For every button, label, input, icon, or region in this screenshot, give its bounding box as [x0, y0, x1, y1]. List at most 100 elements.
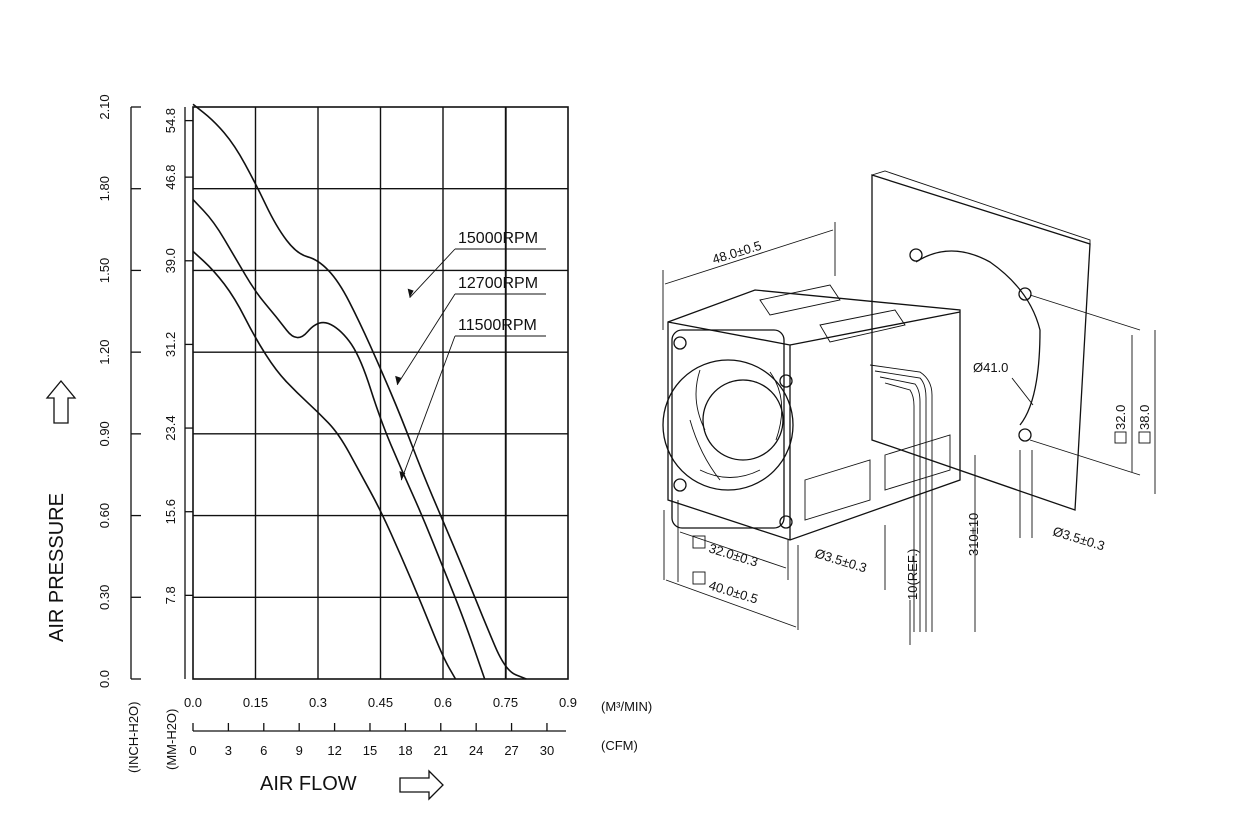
y-axis-title: AIR PRESSURE	[46, 493, 68, 642]
fan-hub	[702, 379, 784, 461]
series-label: 11500RPM	[458, 317, 537, 334]
dim-width-label: 48.0±0.5	[710, 238, 763, 267]
lead-wires	[869, 364, 933, 632]
y-tick-label-inch: 0.90	[97, 421, 112, 446]
mounting-panel	[871, 174, 1091, 511]
dim-wire-ref-label: 10(REF.)	[905, 549, 920, 600]
rear-cutout-arc	[915, 250, 1041, 426]
mount-hole-icon	[779, 374, 793, 388]
y-unit-secondary: (MM-H2O)	[164, 709, 179, 770]
mount-hole-icon	[673, 478, 687, 492]
panel-edge	[871, 170, 1091, 244]
x-tick-label-cfm: 30	[540, 743, 554, 758]
dim-hole-front-label: Ø3.5±0.3	[813, 546, 868, 576]
series-curve-12700rpm	[192, 199, 486, 680]
dim-outer-sq-label: 38.0	[1137, 405, 1152, 430]
y-tick-label-mm: 15.6	[163, 499, 178, 524]
y-ticks-inch: 0.0 0.30 0.60 0.90 1.20 1.50 1.80 2.10	[97, 94, 141, 688]
label-leader-line	[400, 335, 456, 481]
fan-blades	[689, 369, 783, 481]
x-tick-label-cfm: 27	[504, 743, 518, 758]
square-symbol-icon	[1138, 431, 1151, 444]
fan-dimension-drawing: 48.0±0.5 Ø41.0 32.0 38.0 Ø3.5±0.3 32.0±0…	[662, 170, 1156, 645]
dim-ext	[1029, 439, 1141, 476]
x-axis-title: AIR FLOW	[260, 773, 357, 795]
mount-hole-icon	[779, 515, 793, 529]
dim-wire-len-label: 310±10	[966, 513, 981, 556]
dim-line-width	[664, 229, 834, 285]
y-tick-label-inch: 1.50	[97, 258, 112, 283]
arrow-right-icon	[399, 769, 444, 801]
panel-hole-icon	[1018, 428, 1032, 442]
y-tick-label-mm: 31.2	[163, 332, 178, 357]
y-tick-label-mm: 46.8	[163, 164, 178, 189]
dim-front-pitch-label: 32.0±0.3	[707, 541, 760, 570]
dim-line-front-pitch	[679, 531, 787, 569]
x-tick-label-cfm: 21	[434, 743, 448, 758]
x-unit-primary: (M³/MIN)	[601, 699, 652, 714]
y-tick-label-inch: 1.20	[97, 339, 112, 364]
label-leader-line	[396, 293, 456, 386]
x-tick-label-cfm: 0	[189, 743, 196, 758]
fan-outline	[667, 289, 961, 541]
y-tick-label-inch: 0.30	[97, 585, 112, 610]
y-unit-primary: (INCH-H2O)	[126, 702, 141, 774]
x-tick-label-cfm: 12	[327, 743, 341, 758]
x-tick-label-m3min: 0.3	[309, 695, 327, 710]
x-tick-label-m3min: 0.6	[434, 695, 452, 710]
x-tick-label-cfm: 24	[469, 743, 483, 758]
y-ticks-mm: 7.8 15.6 23.4 31.2 39.0 46.8 54.8	[163, 108, 193, 604]
square-symbol-icon	[1114, 431, 1127, 444]
fan-bore	[662, 359, 794, 491]
square-symbol-icon	[692, 535, 706, 549]
series-label: 15000RPM	[458, 230, 538, 247]
x-tick-label-cfm: 15	[363, 743, 377, 758]
y-tick-label-mm: 39.0	[163, 248, 178, 273]
x-tick-label-m3min: 0.45	[368, 695, 393, 710]
dim-diag-label: Ø41.0	[973, 360, 1008, 375]
fan-front-face	[671, 329, 785, 529]
y-tick-label-mm: 7.8	[163, 586, 178, 604]
leader-arrowhead-icon	[395, 375, 402, 385]
y-tick-label-mm: 54.8	[163, 108, 178, 133]
fan-top-edge	[789, 311, 961, 346]
arrow-up-icon	[45, 379, 77, 424]
dim-pitch-sq-label: 32.0	[1113, 405, 1128, 430]
x-tick-label-cfm: 3	[225, 743, 232, 758]
series-curve-11500rpm	[192, 250, 457, 680]
x-ticks-cfm: 0 3 6 9 12 15 18 21 24 27 30	[189, 723, 554, 758]
series-labels: 15000RPM 12700RPM 11500RPM	[395, 230, 546, 481]
dim-front-outer-label: 40.0±0.5	[707, 578, 760, 607]
fan-front-edge	[667, 321, 791, 540]
y-tick-label-mm: 23.4	[163, 415, 178, 440]
grid-lines	[193, 107, 568, 679]
dim-leader-diag	[1011, 377, 1034, 406]
y-tick-label-inch: 2.10	[97, 94, 112, 119]
y-tick-label-inch: 0.60	[97, 503, 112, 528]
x-tick-label-m3min: 0.75	[493, 695, 518, 710]
dim-line-front-outer	[665, 579, 797, 628]
square-symbol-icon	[692, 571, 706, 585]
leader-arrowhead-icon	[399, 471, 406, 481]
housing-vents	[759, 284, 951, 521]
x-tick-label-cfm: 18	[398, 743, 412, 758]
x-unit-secondary: (CFM)	[601, 738, 638, 753]
y-tick-label-inch: 1.80	[97, 176, 112, 201]
series-curve-15000rpm	[192, 103, 527, 680]
x-tick-label-cfm: 6	[260, 743, 267, 758]
dim-hole-side-label: Ø3.5±0.3	[1051, 524, 1106, 554]
leader-arrowhead-icon	[407, 288, 414, 298]
label-leader-line	[409, 248, 456, 298]
x-tick-label-m3min: 0.0	[184, 695, 202, 710]
series-label: 12700RPM	[458, 275, 538, 292]
x-tick-label-m3min: 0.9	[559, 695, 577, 710]
y-tick-label-inch: 0.0	[97, 670, 112, 688]
x-tick-label-m3min: 0.15	[243, 695, 268, 710]
panel-hole-icon	[909, 248, 923, 262]
dim-ext	[1029, 294, 1141, 331]
mount-hole-icon	[673, 336, 687, 350]
series-curves	[192, 103, 527, 680]
x-tick-label-cfm: 9	[296, 743, 303, 758]
